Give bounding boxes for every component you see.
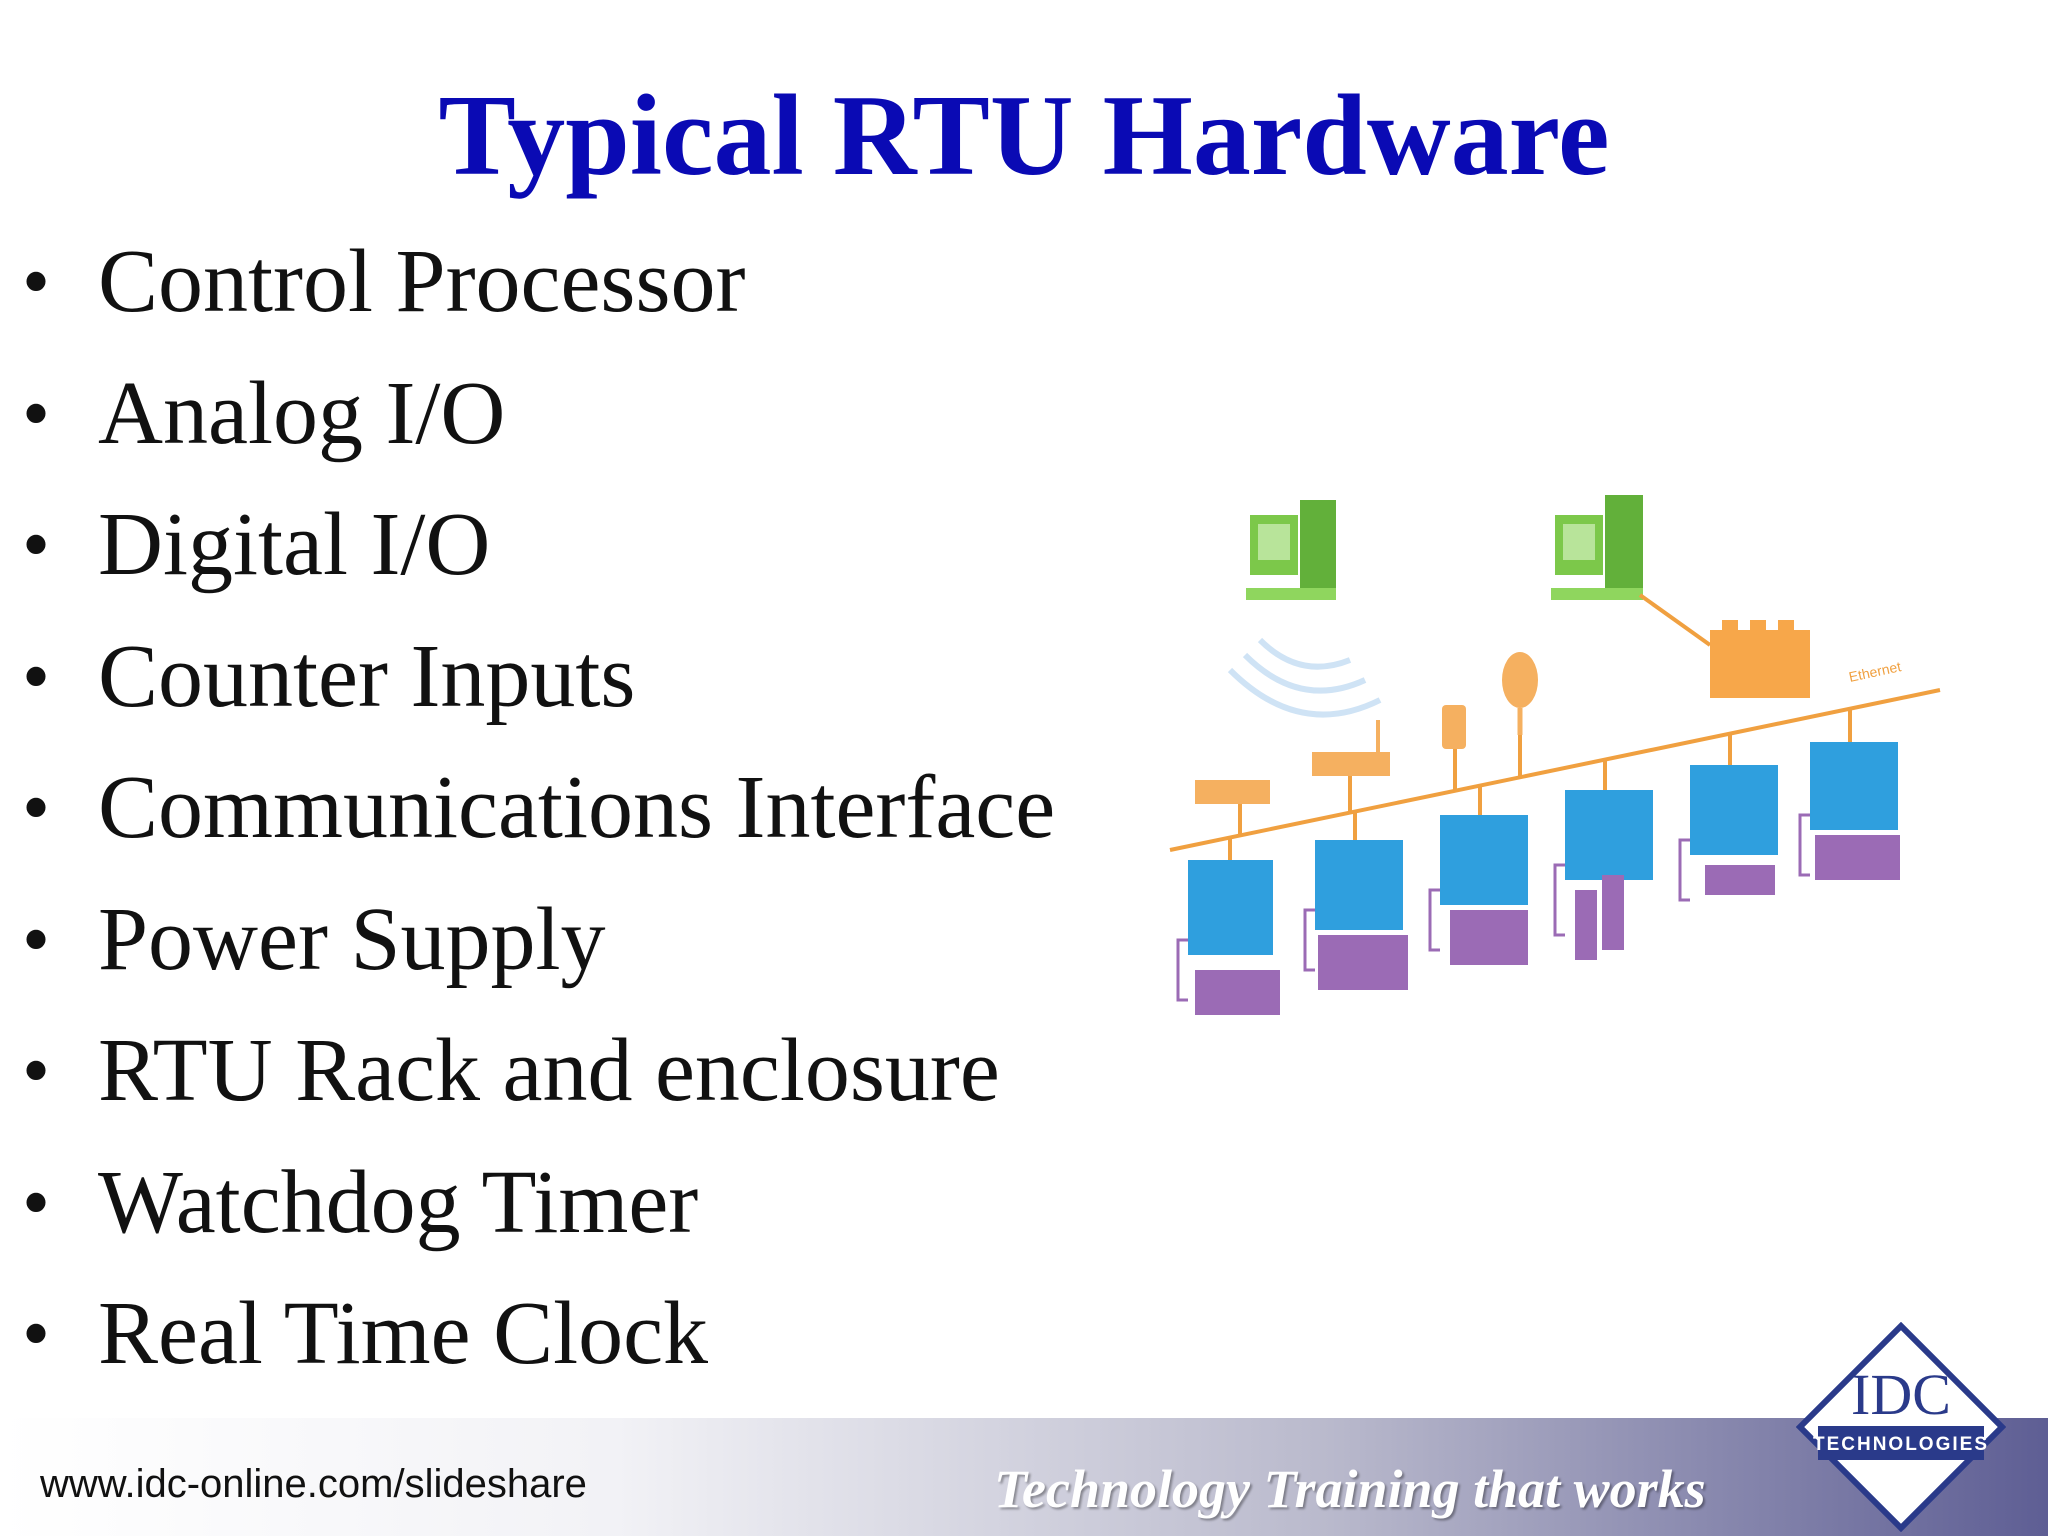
workstation-icon [1551, 495, 1643, 600]
bullet-dot: • [22, 895, 51, 984]
bullet-text: Counter Inputs [98, 626, 636, 726]
bullet-text: Real Time Clock [98, 1284, 709, 1383]
bullet-list: • Control Processor • Analog I/O • Digital … [22, 232, 1055, 1416]
bullet-text: Power Supply [98, 889, 606, 989]
bullet-text: Communications Interface [98, 758, 1056, 857]
io-module-icon [1815, 835, 1900, 880]
footer-url[interactable]: www.idc-online.com/slideshare [40, 1462, 587, 1506]
io-module-icon [1575, 875, 1624, 960]
bullet-dot: • [22, 1158, 51, 1247]
rtu-panel-icon [1188, 860, 1273, 955]
bullet-item: • Communications Interface [22, 758, 1055, 890]
rtu-panel-icon [1690, 765, 1778, 855]
bullet-item: • RTU Rack and enclosure [22, 1021, 1055, 1153]
ethernet-label: Ethernet [1847, 658, 1902, 685]
io-module-icon [1798, 813, 1810, 877]
bullet-item: • Analog I/O [22, 364, 1055, 496]
bullet-item: • Control Processor [22, 232, 1055, 364]
bullet-dot: • [22, 1290, 51, 1378]
radio-icon [1442, 705, 1466, 749]
logo-title: IDC [1851, 1362, 1951, 1427]
bullet-item: • Counter Inputs [22, 627, 1055, 759]
rtu-panel-icon [1810, 742, 1898, 830]
rtu-panel-icon [1315, 840, 1403, 930]
io-module-icon [1303, 908, 1315, 972]
io-module-icon [1195, 970, 1280, 1015]
footer-tagline: Technology Training that works [994, 1459, 1706, 1519]
rtu-panel-icon [1440, 815, 1528, 905]
ethernet-bus [1169, 593, 1941, 860]
idc-technologies-logo: IDC TECHNOLOGIES [1796, 1322, 2006, 1532]
rtu-network-diagram: Ethernet [1169, 495, 1941, 1015]
router-icon [1312, 720, 1390, 776]
io-module-icon [1318, 935, 1408, 990]
slide-title: Typical RTU Hardware [438, 72, 1610, 200]
bullet-item: • Watchdog Timer [22, 1153, 1055, 1285]
bullet-dot: • [22, 238, 51, 326]
rtu-panel-icon [1565, 790, 1653, 880]
modem-icon [1195, 780, 1270, 804]
bullet-item: • Real Time Clock [22, 1284, 1055, 1416]
bullet-dot: • [22, 632, 51, 721]
footer-band [0, 1418, 2048, 1536]
bullet-dot: • [22, 1027, 51, 1115]
io-module-icon [1450, 910, 1528, 965]
satellite-dish-icon [1502, 652, 1538, 735]
server-icon [1710, 620, 1810, 698]
bullet-text: Watchdog Timer [98, 1152, 699, 1252]
workstation-icon [1246, 500, 1336, 600]
bullet-text: Digital I/O [98, 495, 491, 594]
bullet-dot: • [22, 764, 51, 852]
io-module-icon [1678, 838, 1690, 902]
bullet-text: Analog I/O [98, 363, 506, 463]
io-module-icon [1705, 865, 1775, 895]
bullet-dot: • [22, 369, 51, 458]
bullet-text: RTU Rack and enclosure [98, 1021, 1000, 1120]
bullet-item: • Power Supply [22, 890, 1055, 1022]
bullet-text: Control Processor [98, 232, 746, 331]
io-module-icon [1428, 888, 1440, 952]
wireless-signal-icon [1227, 637, 1382, 718]
logo-subtitle: TECHNOLOGIES [1813, 1434, 1989, 1455]
io-module-icon [1176, 938, 1188, 1002]
bullet-item: • Digital I/O [22, 495, 1055, 627]
bullet-dot: • [22, 501, 51, 589]
io-module-icon [1553, 863, 1565, 937]
